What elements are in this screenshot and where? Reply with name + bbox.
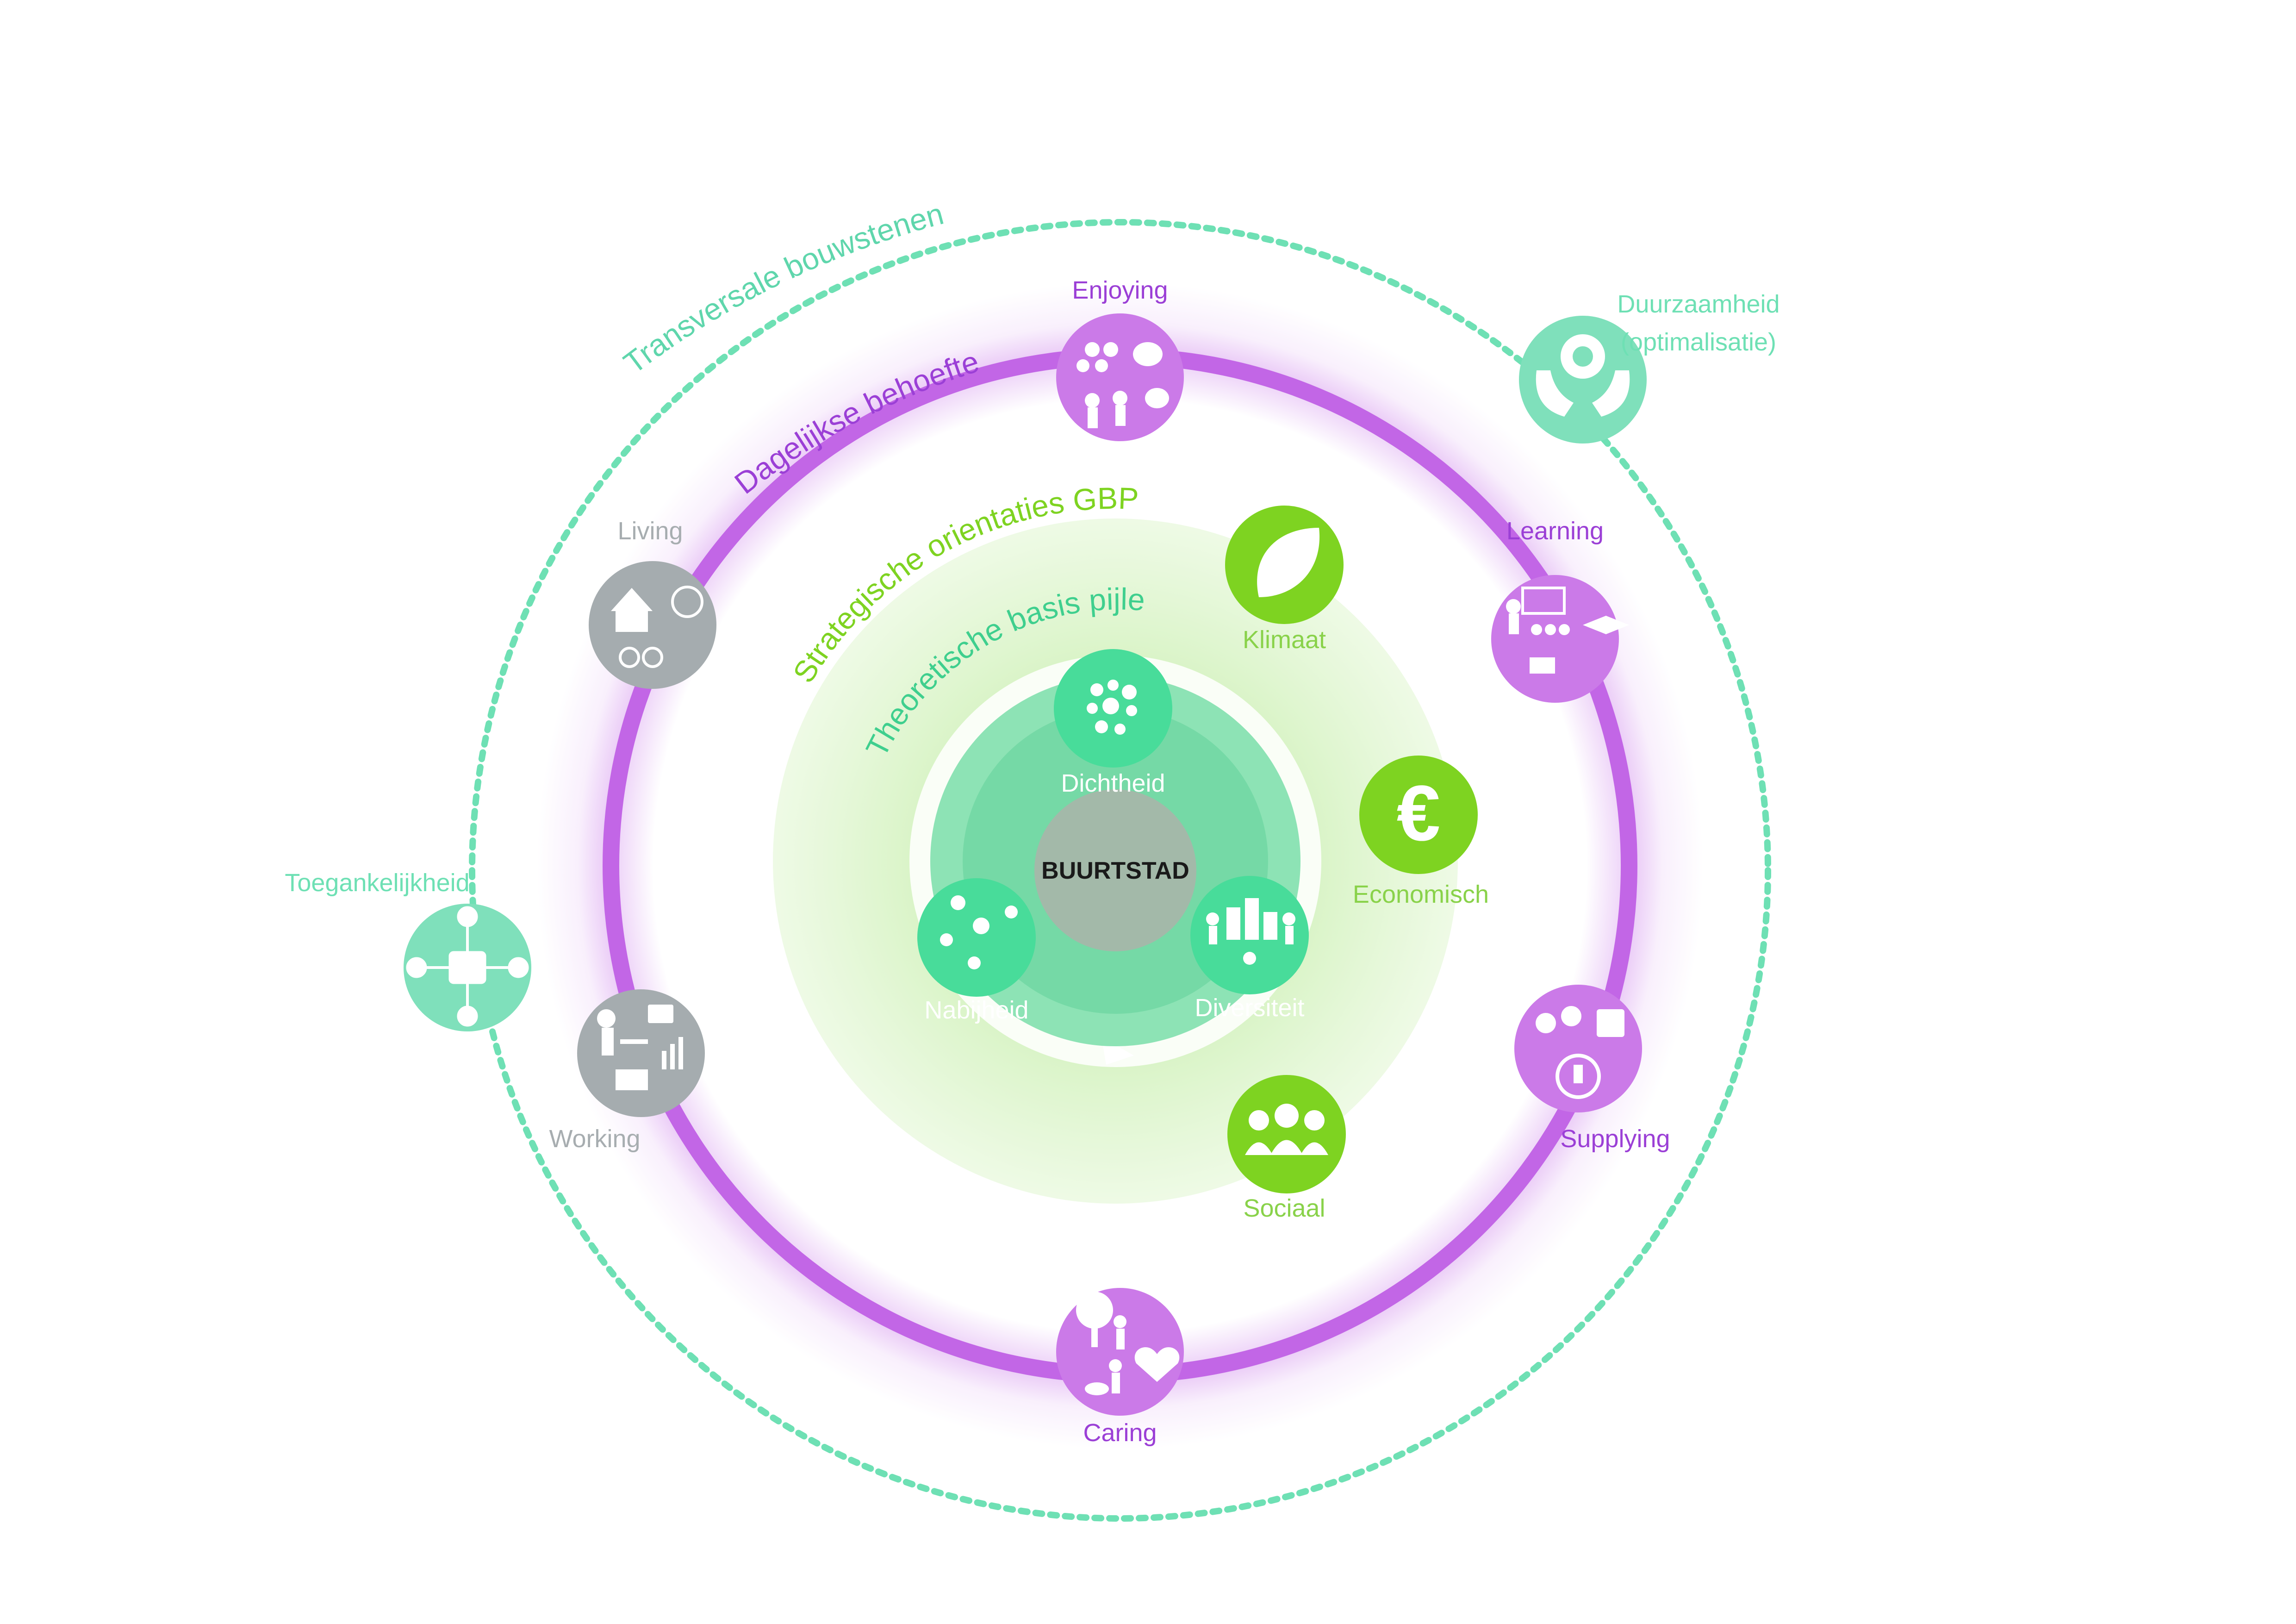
city-mix-icon: [1206, 898, 1295, 965]
strategic-node-economisch: € Economisch: [1353, 756, 1489, 908]
mobility-hub-icon: [406, 906, 529, 1027]
diversiteit-label: Diversiteit: [1195, 994, 1304, 1022]
daily-node-enjoying: Enjoying: [1056, 276, 1184, 441]
pillar-node-dichtheid: Dichtheid: [1054, 649, 1172, 797]
dichtheid-label: Dichtheid: [1061, 769, 1165, 797]
people-icon: [1245, 1104, 1328, 1155]
sociaal-label: Sociaal: [1243, 1194, 1325, 1222]
transversal-ring: [469, 219, 1771, 1522]
center-node: [1034, 789, 1196, 951]
toegankelijkheid-label: Toegankelijkheid: [285, 869, 469, 897]
nabijheid-label: Nabijheid: [924, 996, 1028, 1024]
proximity-pins-icon: [940, 895, 1018, 969]
daily-node-learning: Learning: [1491, 517, 1629, 703]
learning-label: Learning: [1506, 517, 1604, 545]
leaf-icon: [1257, 528, 1320, 597]
caring-label: Caring: [1083, 1419, 1157, 1447]
hands-gear-icon: [1536, 334, 1630, 417]
daily-node-living: Living: [589, 517, 716, 689]
working-label: Working: [549, 1125, 640, 1153]
daily-node-supplying: Supplying: [1514, 985, 1670, 1153]
strategic-node-klimaat: Klimaat: [1225, 506, 1344, 654]
transversal-node-toegankelijkheid: Toegankelijkheid: [285, 869, 531, 1031]
enjoying-label: Enjoying: [1072, 276, 1168, 304]
density-dots-icon: [1087, 680, 1137, 735]
euro-icon: €: [1397, 769, 1441, 857]
strategic-node-sociaal: Sociaal: [1227, 1075, 1346, 1222]
work-icon: [597, 1005, 683, 1090]
health-icon: [1076, 1292, 1180, 1395]
center-label: BUURTSTAD: [1041, 857, 1189, 884]
pillar-node-nabijheid: Nabijheid: [917, 878, 1036, 1024]
supply-icon: [1536, 1006, 1624, 1099]
pillar-node-diversiteit: Diversiteit: [1190, 876, 1309, 1022]
duurzaamheid-label-1: Duurzaamheid: [1617, 290, 1780, 318]
economisch-label: Economisch: [1353, 881, 1489, 908]
culture-icon: [1076, 342, 1169, 428]
daily-node-working: Working: [549, 989, 705, 1153]
living-label: Living: [617, 517, 683, 545]
supplying-label: Supplying: [1560, 1125, 1670, 1153]
duurzaamheid-label-2: (optimalisatie): [1621, 328, 1776, 356]
transversal-node-duurzaamheid: Duurzaamheid (optimalisatie): [1519, 290, 1780, 443]
klimaat-label: Klimaat: [1243, 626, 1326, 654]
education-icon: [1506, 587, 1629, 674]
housing-icon: [611, 586, 703, 668]
daily-node-caring: Caring: [1056, 1288, 1184, 1447]
